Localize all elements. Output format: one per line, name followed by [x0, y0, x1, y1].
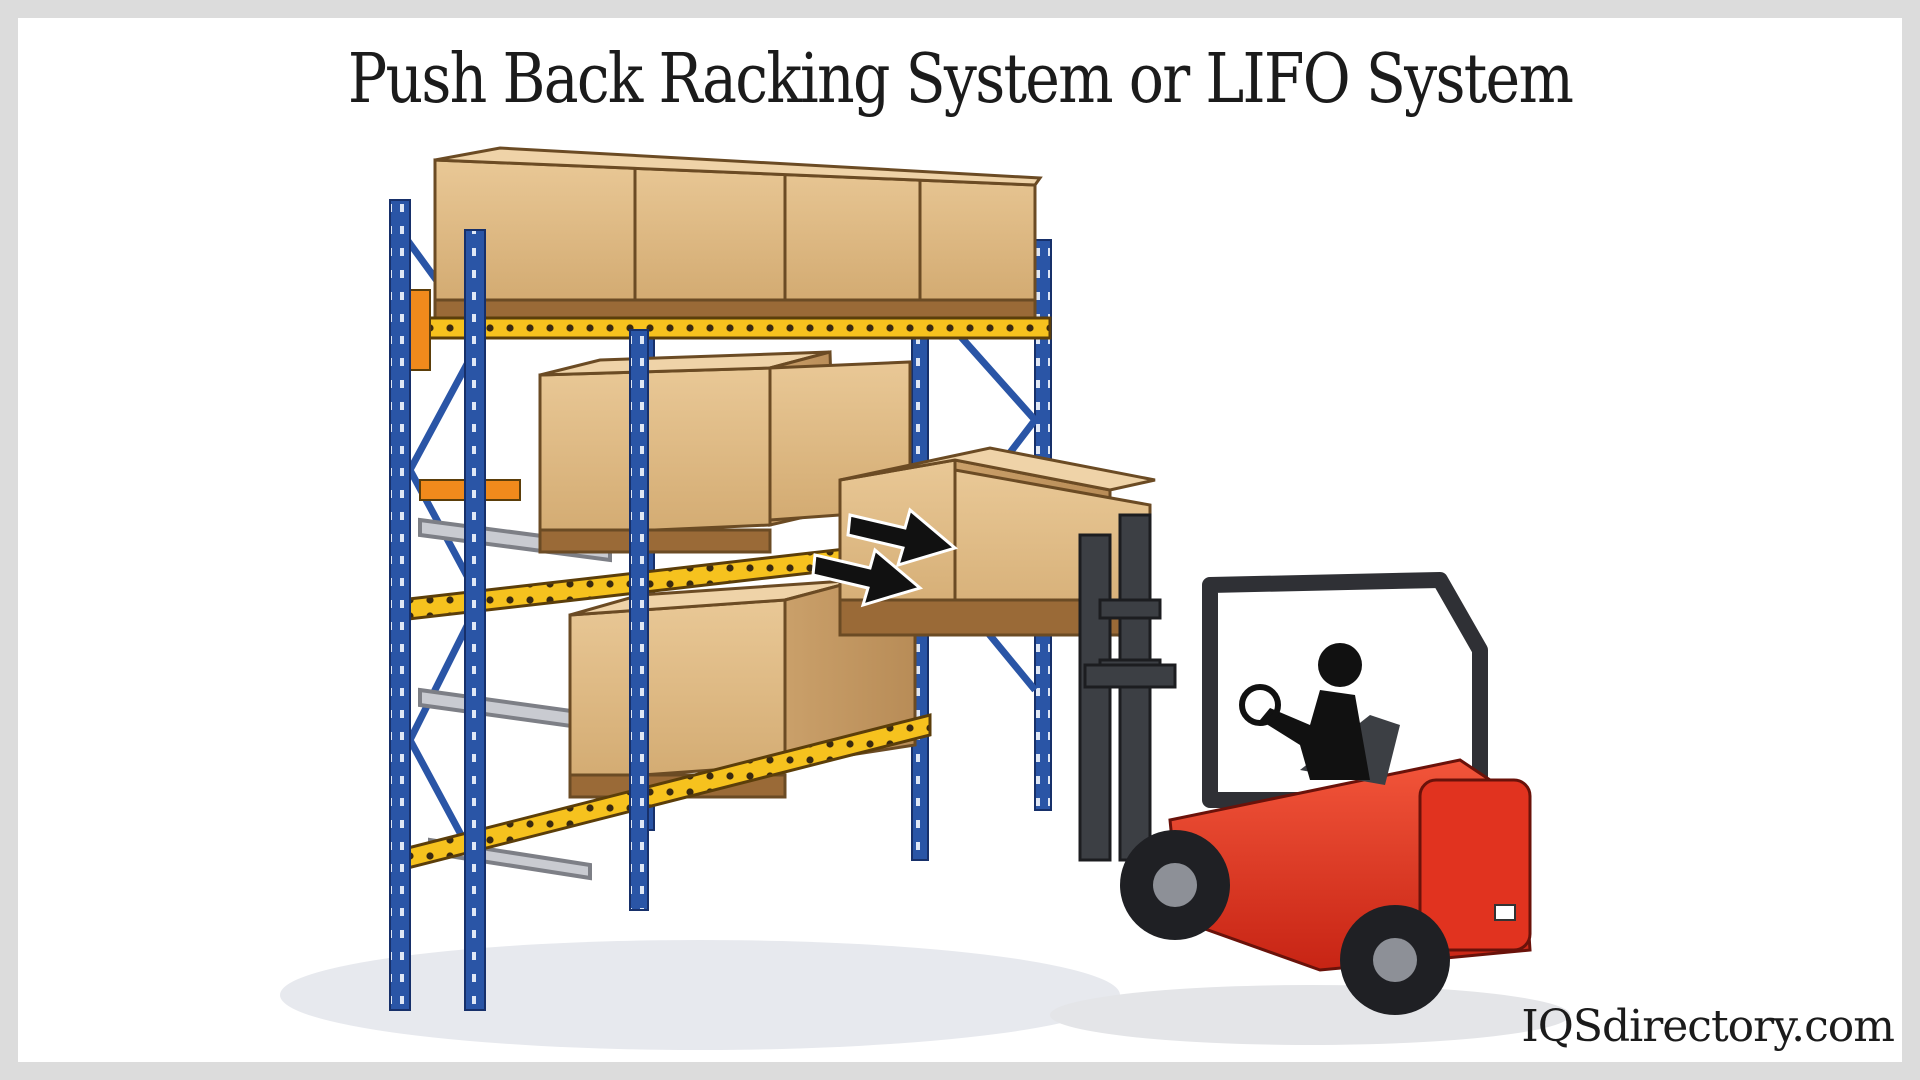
page-title: Push Back Racking System or LIFO System — [347, 40, 1574, 119]
watermark-brand: IQSdirectory.com — [1521, 1001, 1895, 1052]
top-level-loads — [433, 146, 1043, 324]
forklift — [1120, 572, 1532, 1015]
middle-level-loads — [538, 350, 912, 554]
forklift-mast — [1078, 513, 1177, 862]
floor-shadow — [280, 940, 1570, 1050]
lower-level-loads — [568, 578, 917, 799]
rack-front-uprights — [389, 199, 649, 1011]
push-arrow-icon — [811, 507, 959, 608]
operator-silhouette-icon — [1239, 643, 1370, 780]
